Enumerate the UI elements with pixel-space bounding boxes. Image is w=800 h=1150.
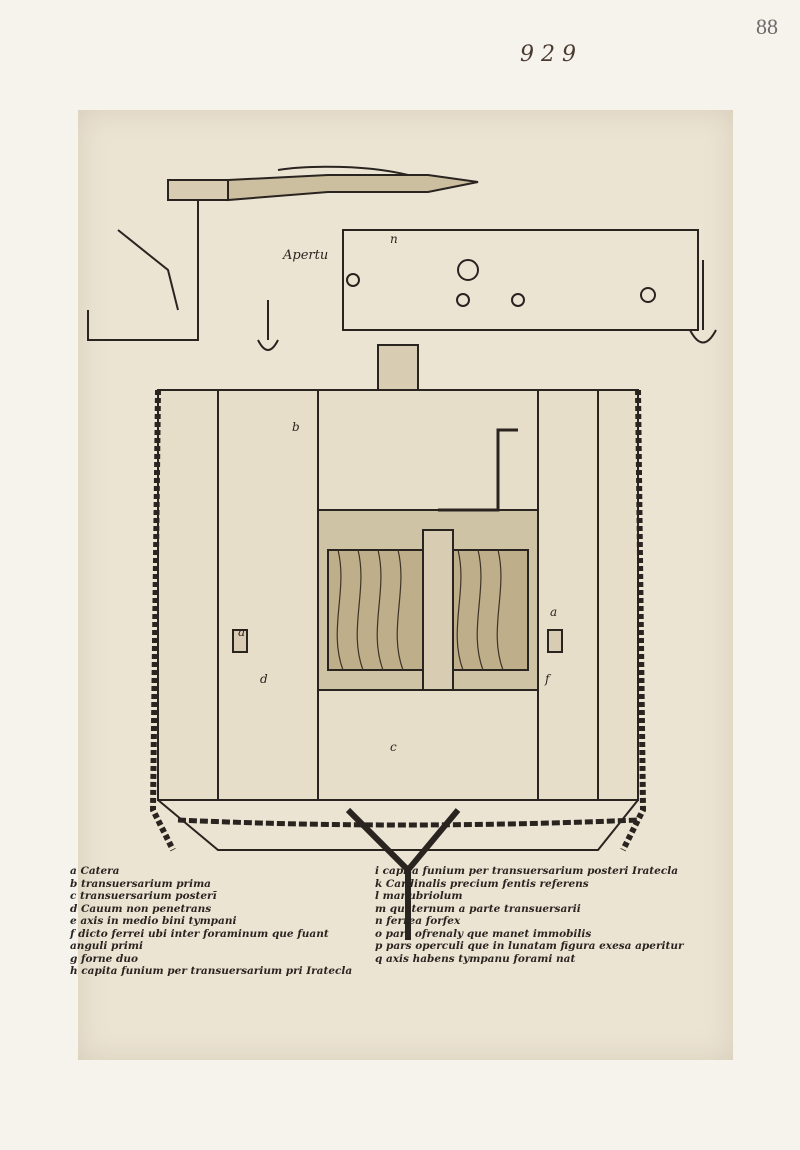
letter-d: d	[260, 672, 268, 686]
machine-illustration	[87, 165, 717, 940]
legend-left-row: a Catera	[70, 865, 120, 877]
legend-left-row: g forne duo	[70, 952, 138, 965]
aperta-label: Apertu	[283, 248, 329, 263]
letter-f: f	[545, 672, 550, 686]
engraving-plate	[78, 110, 733, 1060]
legend-right-row: k Cardinalis precium fentis referens	[375, 877, 589, 890]
legend-left-row: d Cauum non penetrans	[70, 902, 212, 915]
legend-right-row: l manubriolum	[375, 890, 463, 902]
letter-c: c	[390, 740, 397, 754]
letter-n: n	[390, 232, 398, 246]
legend-right-row: m quaternum a parte transuersarii	[375, 902, 581, 915]
letter-a-right: a	[550, 605, 558, 619]
legend-left-row: b transuersarium prima	[70, 877, 211, 890]
legend-left-row: anguli primi	[70, 940, 144, 952]
legend-right-row: q axis habens tympanu forami nat	[375, 952, 576, 965]
legend-left-row: c transuersarium posterī	[70, 890, 217, 902]
legend-left-row: f dicto ferrei ubi inter foraminum que f…	[70, 927, 329, 940]
letter-b: b	[292, 420, 300, 434]
folio-mark: 9 2 9	[520, 42, 576, 67]
legend-left-row: h capita funium per transuersarium pri I…	[70, 965, 353, 977]
page-number: 88	[756, 14, 778, 39]
letter-a-left: a	[238, 625, 246, 639]
legend-right-row: i capita funium per transuersarium poste…	[375, 865, 679, 877]
legend-left-row: e axis in medio bini tympani	[70, 915, 237, 927]
legend-right-row: o pars ofrenaly que manet immobilis	[375, 927, 592, 940]
legend-right-row: n ferrea forfex	[375, 915, 461, 927]
legend-left: a Catera b transuersarium prima c transu…	[70, 865, 353, 978]
legend-right-row: p pars operculi que in lunatam figura ex…	[375, 940, 684, 952]
legend-right: i capita funium per transuersarium poste…	[375, 865, 684, 965]
